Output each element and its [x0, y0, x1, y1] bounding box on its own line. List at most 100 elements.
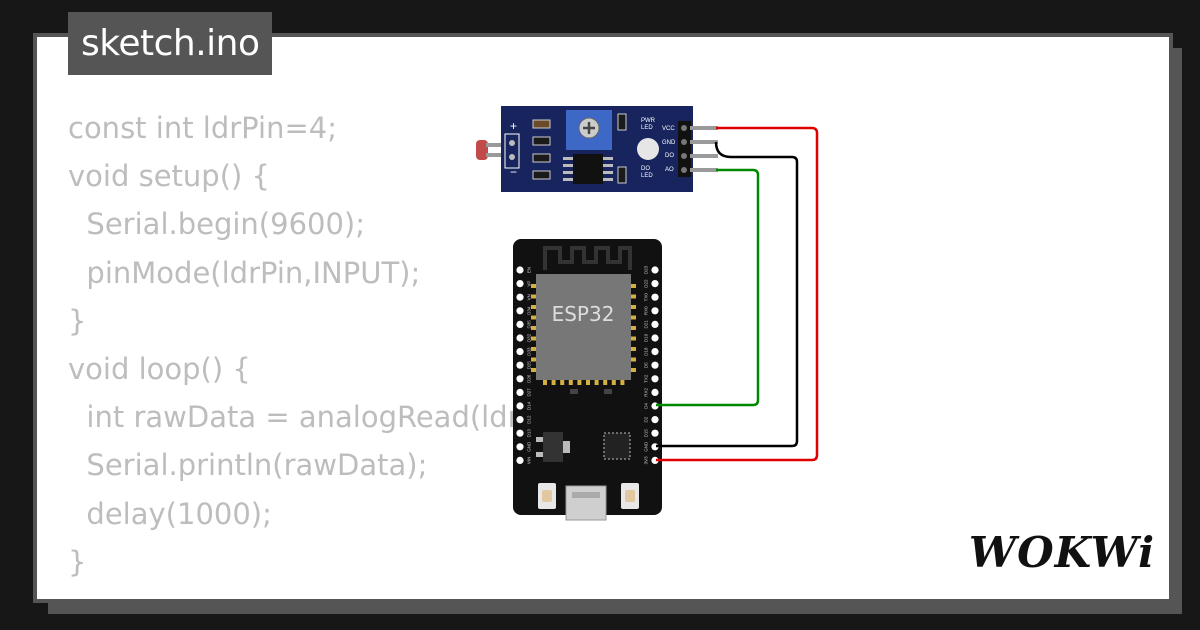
code-line: void loop() { — [68, 352, 251, 387]
pin-vp[interactable] — [516, 280, 524, 288]
pin-label-do: DO — [665, 153, 674, 159]
wire-vcc[interactable] — [656, 126, 819, 462]
pin-d19[interactable] — [651, 334, 659, 342]
do-led-label: DO — [641, 166, 650, 172]
pin-label: D18 — [644, 347, 649, 356]
castellation-pad — [531, 368, 536, 372]
usb-slot — [572, 492, 600, 498]
pin-gnd[interactable] — [516, 443, 524, 451]
pin-label: D5 — [644, 362, 649, 368]
esp32-chip-label: ESP32 — [552, 302, 615, 326]
pin-rx0[interactable] — [651, 307, 659, 315]
pin-label: GND — [644, 441, 649, 452]
pin-label: D19 — [644, 333, 649, 342]
pin-label: GND — [527, 441, 532, 452]
ic-pin — [563, 157, 573, 160]
pin-d33[interactable] — [516, 348, 524, 356]
pin-label: VIN — [527, 457, 532, 465]
pin-d35[interactable] — [516, 320, 524, 328]
pin-ao[interactable] — [690, 168, 718, 172]
pin-vcc[interactable] — [690, 126, 718, 130]
pin-d32[interactable] — [516, 334, 524, 342]
pin-label: TX0 — [644, 293, 649, 302]
castellation-pad — [531, 305, 536, 309]
pin-d14[interactable] — [516, 402, 524, 410]
pwr-led-label: PWR — [641, 118, 656, 124]
resistor — [532, 119, 551, 129]
pin-d23[interactable] — [651, 266, 659, 274]
pwr-led-label: LED — [641, 125, 653, 131]
castellation-pad — [631, 357, 636, 362]
wire-gnd[interactable] — [656, 141, 799, 448]
regulator-pin — [536, 452, 543, 457]
pin-label: D23 — [644, 265, 649, 274]
pin-d26[interactable] — [516, 375, 524, 383]
castellation-pad — [577, 380, 582, 385]
esp32-module — [536, 274, 631, 380]
voltage-regulator — [543, 432, 563, 462]
pin-label: D13 — [527, 429, 532, 438]
regulator-pin — [536, 437, 543, 442]
pin-d12[interactable] — [516, 416, 524, 424]
castellation-pad — [568, 380, 573, 385]
castellation-pad — [594, 380, 599, 385]
pin-label: EN — [527, 267, 532, 273]
pin-d15[interactable] — [651, 429, 659, 437]
wire-ao[interactable] — [656, 168, 760, 407]
ic-pin — [563, 178, 573, 181]
pin-tx2[interactable] — [651, 375, 659, 383]
pin-d21[interactable] — [651, 320, 659, 328]
comparator-ic — [573, 154, 603, 184]
pin-vin[interactable] — [516, 456, 524, 464]
ldr-sensor-module[interactable]: + − PWR LED DO LED VCC GND D — [476, 106, 718, 192]
file-tab[interactable]: sketch.ino — [68, 12, 273, 75]
ic-pin — [603, 164, 613, 167]
pin-d34[interactable] — [516, 307, 524, 315]
pin-label: D4 — [644, 403, 649, 409]
micro-usb-port[interactable] — [565, 485, 607, 521]
pin-3v3[interactable] — [651, 456, 659, 464]
pin-rx2[interactable] — [651, 388, 659, 396]
pin-tx0[interactable] — [651, 293, 659, 301]
castellation-pad — [631, 305, 636, 309]
castellation-pad — [631, 284, 636, 288]
pin-header — [678, 121, 691, 177]
pin-label-gnd: GND — [662, 140, 676, 146]
plus-label: + — [510, 119, 517, 133]
castellation-pad — [531, 357, 536, 362]
esp32-board[interactable]: ESP32 ENVPVND34D35D32D33D25D26D27D14D12D… — [513, 239, 662, 521]
pin-d2[interactable] — [651, 416, 659, 424]
ldr-photoresistor — [476, 140, 488, 160]
pin-label: RX0 — [644, 306, 649, 315]
socket-hole — [509, 140, 515, 146]
ic-pin — [563, 171, 573, 174]
pin-do[interactable] — [690, 154, 718, 158]
pin-d22[interactable] — [651, 280, 659, 288]
pin-gnd[interactable] — [690, 140, 718, 144]
header-hole — [681, 167, 687, 173]
pin-d13[interactable] — [516, 429, 524, 437]
resistor — [532, 153, 551, 163]
pin-d18[interactable] — [651, 348, 659, 356]
pin-label: RX2 — [644, 388, 649, 397]
pin-d27[interactable] — [516, 388, 524, 396]
pin-label: TX2 — [644, 374, 649, 383]
pin-en[interactable] — [516, 266, 524, 274]
castellation-pad — [551, 380, 556, 385]
pin-d5[interactable] — [651, 361, 659, 369]
pin-vn[interactable] — [516, 293, 524, 301]
code-line: Serial.println(rawData); — [68, 448, 428, 483]
castellation-pad — [631, 336, 636, 341]
ic-pin — [603, 171, 613, 174]
ldr-socket — [504, 133, 520, 169]
castellation-pad — [631, 326, 636, 330]
regulator-tab — [563, 441, 570, 453]
castellation-pad — [531, 336, 536, 341]
pin-label: D21 — [644, 320, 649, 329]
code-line: } — [68, 303, 87, 338]
pwr-led — [637, 138, 659, 160]
pin-d25[interactable] — [516, 361, 524, 369]
socket-hole — [509, 154, 515, 160]
code-line: void setup() { — [68, 159, 270, 194]
ldr-lead — [486, 143, 502, 147]
